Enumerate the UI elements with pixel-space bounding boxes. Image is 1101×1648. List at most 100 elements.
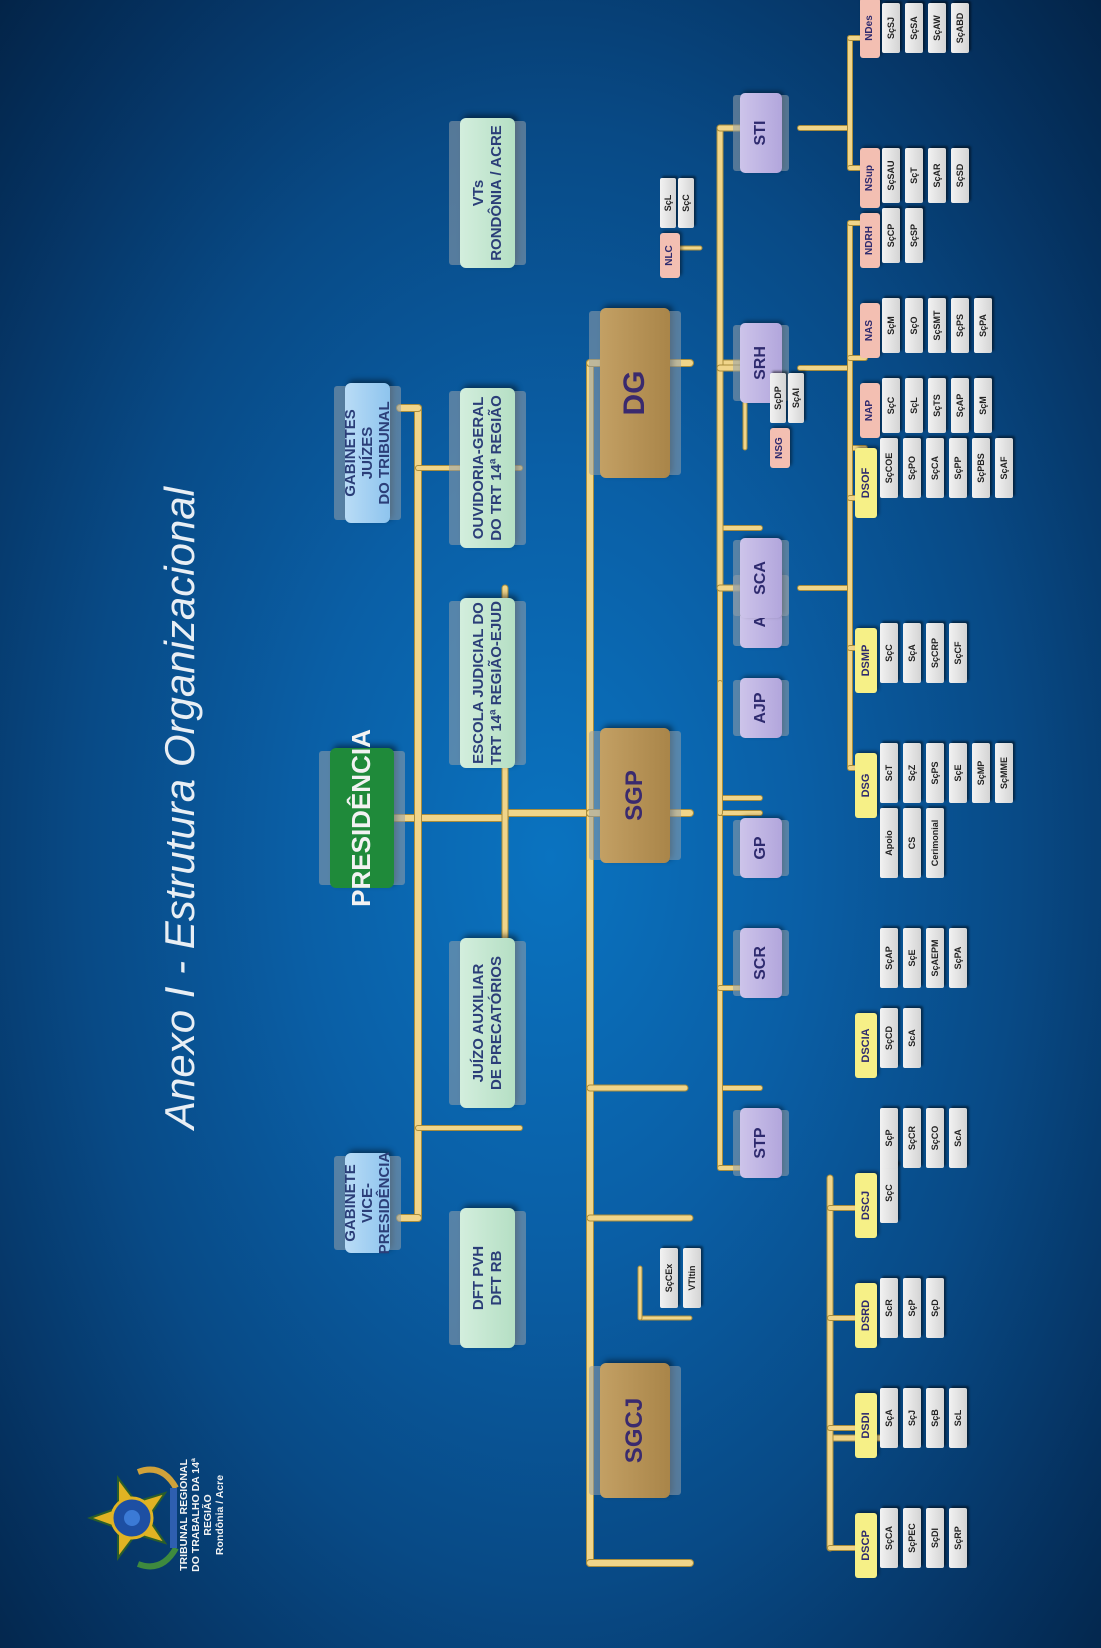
- unit-dsdi: DSDI: [855, 1393, 877, 1458]
- coat-of-arms-icon: [80, 1448, 210, 1588]
- section-dsdi-3: ScL: [949, 1388, 967, 1448]
- section-gp-2: Cerimonial: [926, 808, 944, 878]
- section-stp-3: ScA: [949, 1108, 967, 1168]
- juizo-auxiliar-box: JUÍZO AUXILIAR DE PRECATÓRIOS: [460, 938, 515, 1108]
- section-dsg-4: SçMP: [972, 743, 990, 803]
- section-dsmp-2: SçCRP: [926, 623, 944, 683]
- unit-dscia: DSCIA: [855, 1013, 877, 1078]
- section-dsdi-1: SçJ: [903, 1388, 921, 1448]
- section-nlc-0: SçL: [660, 178, 676, 228]
- presidencia-box: PRESIDÊNCIA: [330, 729, 394, 907]
- unit-dsg: DSG: [855, 753, 877, 818]
- section-dsg-0: ScT: [880, 743, 898, 803]
- unit-sti: STI: [740, 93, 782, 173]
- section-dsof-3: SçPP: [949, 438, 967, 498]
- sgp-box: SGP: [600, 728, 670, 863]
- section-dsof-1: SçPO: [903, 438, 921, 498]
- section-nsup-1: SçT: [905, 148, 923, 203]
- section-nas-2: SçSMT: [928, 298, 946, 353]
- section-nsup-3: SçSD: [951, 148, 969, 203]
- section-sgcj-0: SçCEx: [660, 1248, 678, 1308]
- section-dsmp-0: SçC: [880, 623, 898, 683]
- unit-dsrd: DSRD: [855, 1283, 877, 1348]
- unit-dscp: DSCP: [855, 1513, 877, 1578]
- unit-nlc: NLC: [660, 233, 680, 278]
- section-scr-0: SçAP: [880, 928, 898, 988]
- dft-box: DFT PVH DFT RB: [460, 1208, 515, 1348]
- section-dsrd-2: SçD: [926, 1278, 944, 1338]
- unit-ndrh: NDRH: [860, 213, 880, 268]
- unit-nap: NAP: [860, 383, 880, 438]
- unit-scr: SCR: [740, 928, 782, 998]
- unit-dsof: DSOF: [855, 448, 877, 518]
- section-dsof-4: SçPBS: [972, 438, 990, 498]
- section-dscia-1: ScA: [903, 1008, 921, 1068]
- section-scr-2: SçAEPM: [926, 928, 944, 988]
- section-dscj-0: SçC: [880, 1163, 898, 1223]
- escola-judicial-box: ESCOLA JUDICIAL DO TRT 14ª REGIÃO-EJUD: [460, 598, 515, 768]
- section-dsdi-0: SçA: [880, 1388, 898, 1448]
- section-sgcj-1: VTItin: [683, 1248, 701, 1308]
- section-stp-1: SçCR: [903, 1108, 921, 1168]
- section-ndes-0: SçSJ: [882, 3, 900, 53]
- section-stp-0: SçP: [880, 1108, 898, 1168]
- section-nsup-0: SçSAU: [882, 148, 900, 203]
- unit-sca: SCA: [740, 538, 782, 618]
- section-dsmp-1: SçA: [903, 623, 921, 683]
- section-dsof-2: SçCA: [926, 438, 944, 498]
- ouvidoria-box: OUVIDORIA-GERAL DO TRT 14ª REGIÃO: [460, 388, 515, 548]
- sgcj-box: SGCJ: [600, 1363, 670, 1498]
- section-nap-4: SçM: [974, 378, 992, 433]
- unit-dscj: DSCJ: [855, 1173, 877, 1238]
- section-ndes-1: SçSA: [905, 3, 923, 53]
- section-dsmp-3: SçCF: [949, 623, 967, 683]
- section-dsg-2: SçPS: [926, 743, 944, 803]
- section-nsup-2: SçAR: [928, 148, 946, 203]
- section-nas-1: SçO: [905, 298, 923, 353]
- section-dsg-3: SçE: [949, 743, 967, 803]
- section-dscp-0: SçCA: [880, 1508, 898, 1568]
- section-nas-0: SçM: [882, 298, 900, 353]
- unit-nsup: NSup: [860, 148, 880, 208]
- section-scr-1: SçE: [903, 928, 921, 988]
- unit-gp: GP: [740, 818, 782, 878]
- gabinete-vice-presidencia: GABINETE VICE-PRESIDÊNCIA: [341, 1151, 394, 1255]
- section-gp-0: Apoio: [880, 808, 898, 878]
- section-nas-3: SçPS: [951, 298, 969, 353]
- vts-box: VTs RONDÔNIA / ACRE: [460, 118, 515, 268]
- section-nap-2: SçTS: [928, 378, 946, 433]
- section-ndes-2: SçAW: [928, 3, 946, 53]
- section-scr-3: SçPA: [949, 928, 967, 988]
- section-dsg-5: SçMME: [995, 743, 1013, 803]
- page-title: Anexo I - Estrutura Organizacional: [156, 487, 203, 1129]
- section-dsof-5: SçAF: [995, 438, 1013, 498]
- section-stp-2: SçCO: [926, 1108, 944, 1168]
- section-dsof-0: SçCOE: [880, 438, 898, 498]
- unit-stp: STP: [740, 1108, 782, 1178]
- gabinetes-juizes: GABINETES JUÍZES DO TRIBUNAL: [342, 383, 393, 523]
- unit-ajp: AJP: [740, 678, 782, 738]
- section-nap-3: SçAP: [951, 378, 969, 433]
- section-nap-0: SçC: [882, 378, 900, 433]
- section-nsg-0: SçDP: [770, 373, 786, 423]
- section-dsdi-2: SçB: [926, 1388, 944, 1448]
- section-nlc-1: SçC: [678, 178, 694, 228]
- section-dscia-0: SçCD: [880, 1008, 898, 1068]
- section-gp-1: CS: [903, 808, 921, 878]
- unit-nsg: NSG: [770, 428, 790, 468]
- section-ndes-3: SçABD: [951, 3, 969, 53]
- tribunal-name: TRIBUNAL REGIONAL DO TRABALHO DA 14ª REG…: [178, 1458, 227, 1572]
- section-ndrh-0: SçCP: [882, 208, 900, 263]
- section-nap-1: SçL: [905, 378, 923, 433]
- section-dscp-1: SçPEC: [903, 1508, 921, 1568]
- section-nsg-1: SçAI: [788, 373, 804, 423]
- section-ndrh-1: SçSP: [905, 208, 923, 263]
- section-dscp-3: SçRP: [949, 1508, 967, 1568]
- section-dsrd-0: ScR: [880, 1278, 898, 1338]
- unit-dsmp: DSMP: [855, 628, 877, 693]
- section-dsrd-1: SçP: [903, 1278, 921, 1338]
- unit-nas: NAS: [860, 303, 880, 358]
- section-nas-4: SçPA: [974, 298, 992, 353]
